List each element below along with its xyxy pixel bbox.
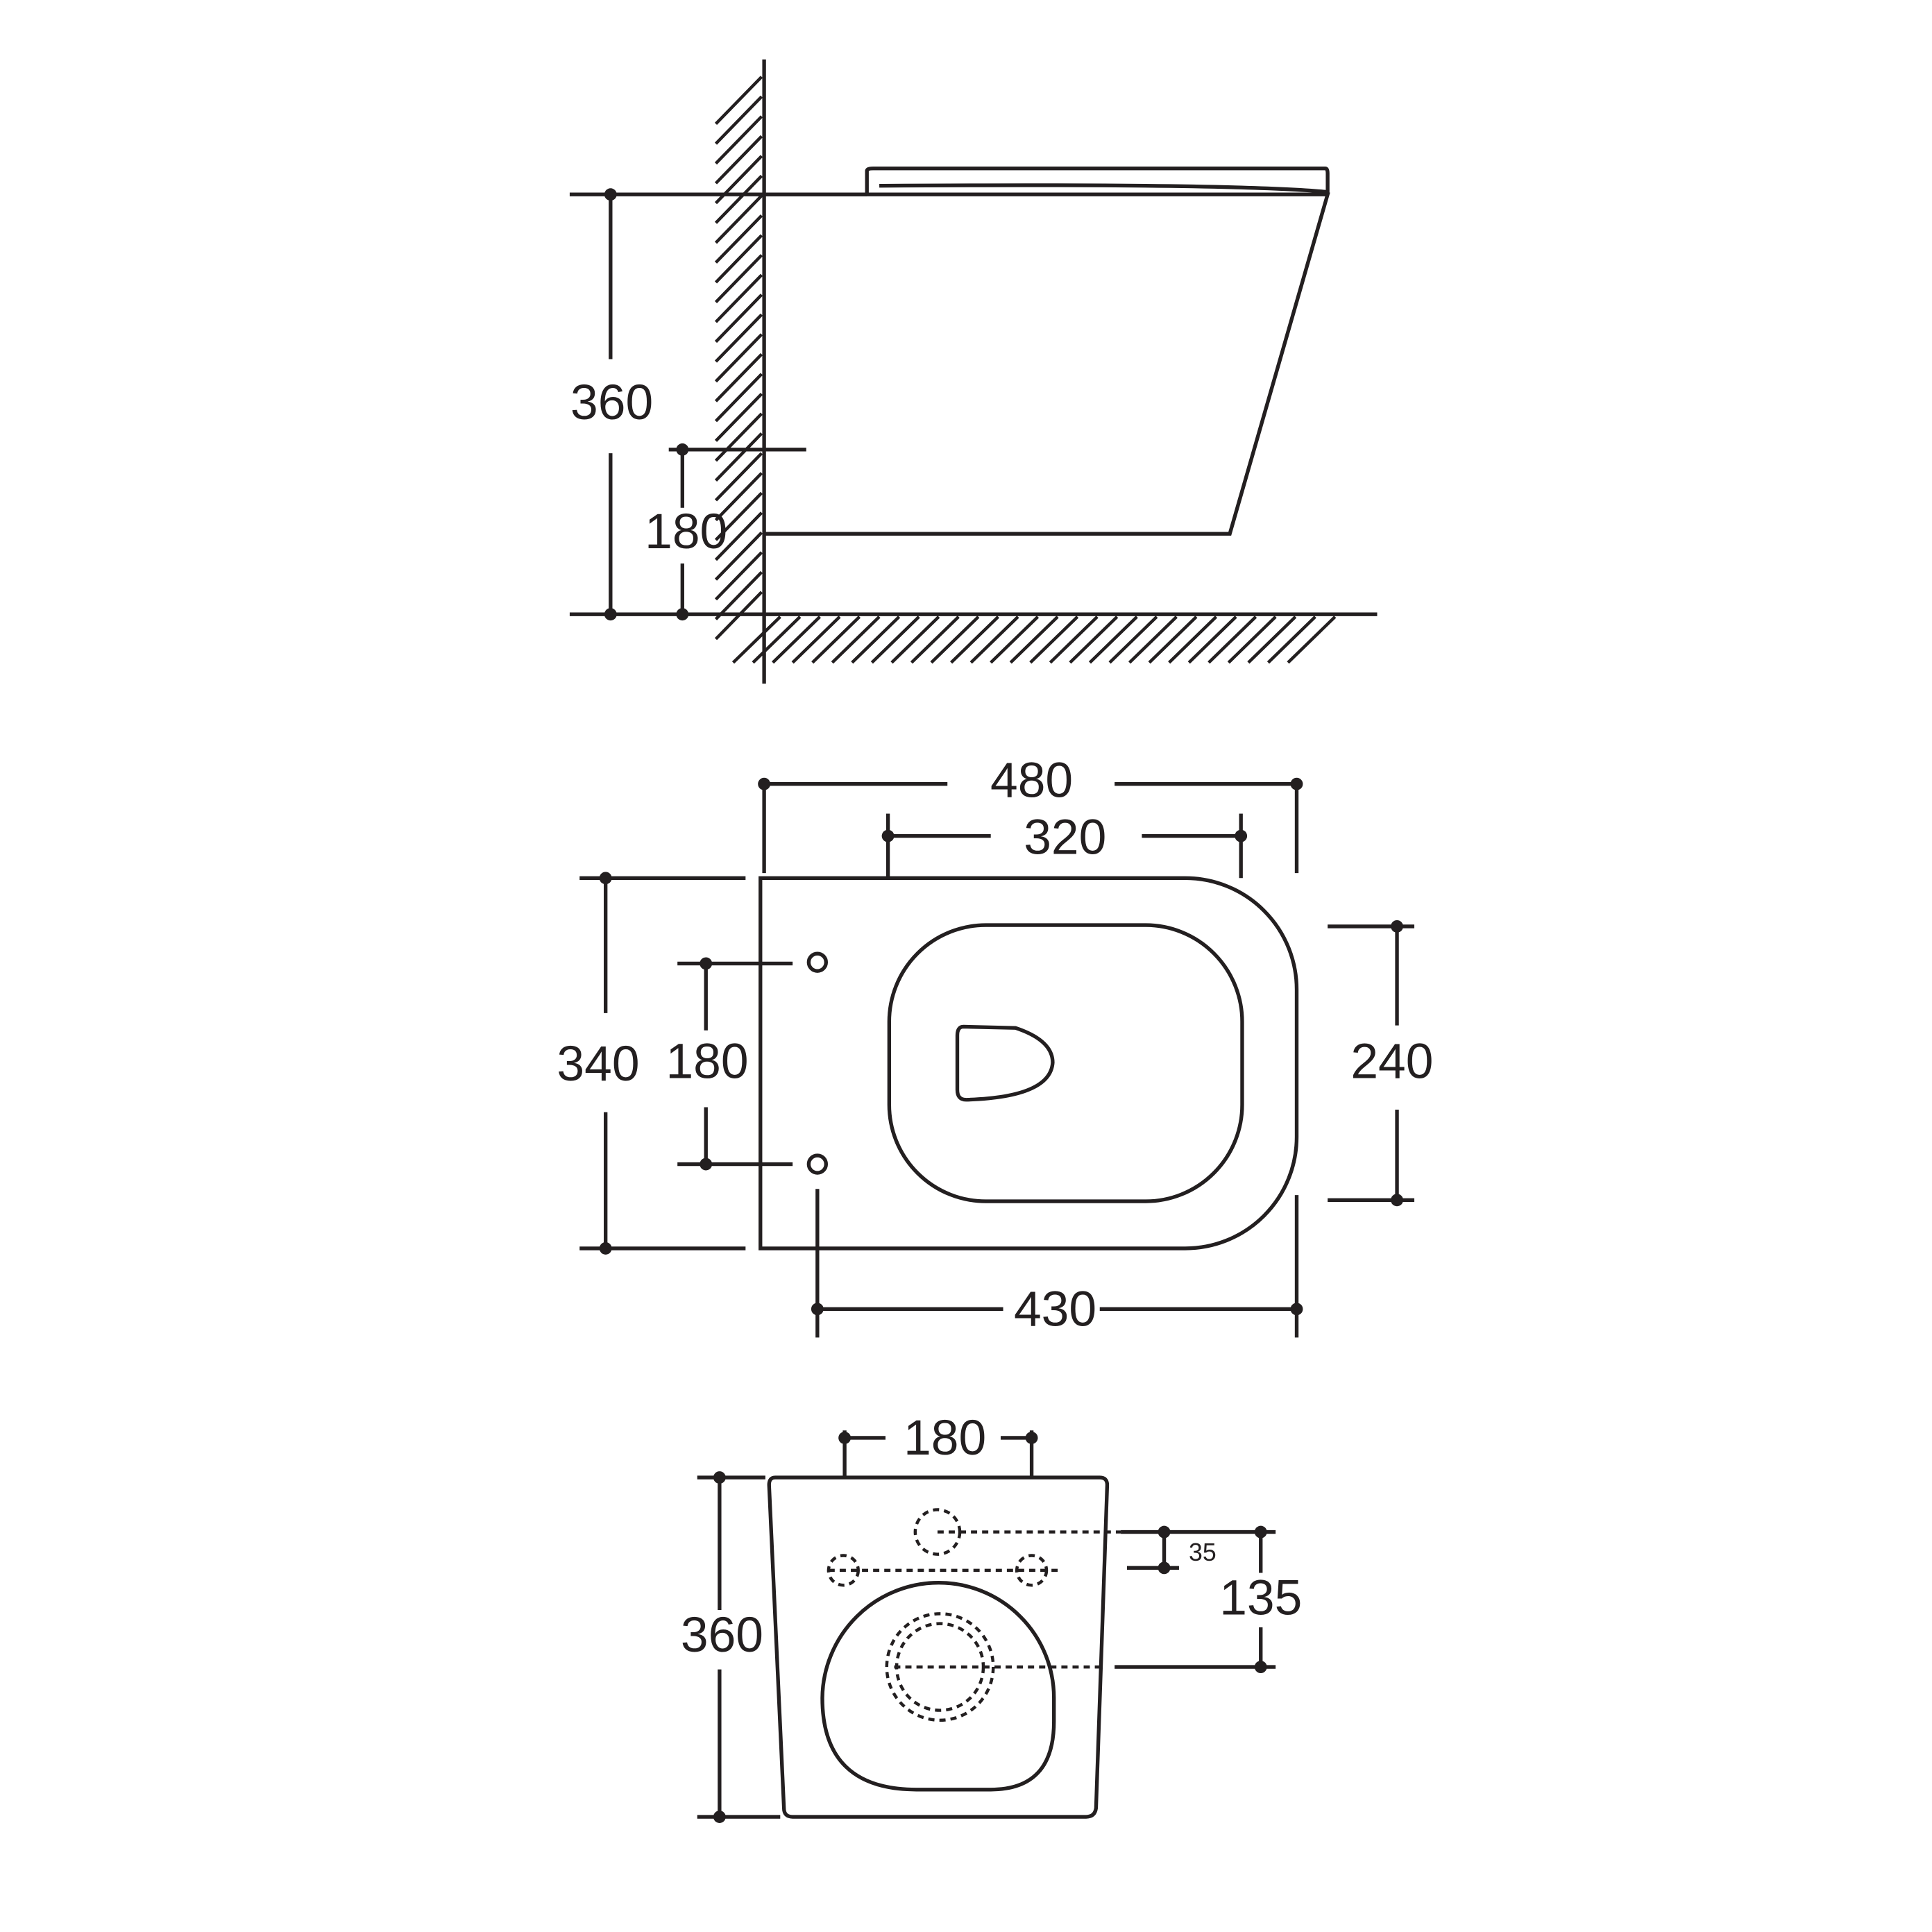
hatch-line <box>1208 616 1257 664</box>
hatch-line <box>714 491 763 541</box>
hatch-line <box>714 214 763 264</box>
hatch-line <box>714 313 763 363</box>
hatch-line <box>1069 616 1119 664</box>
hatch-line <box>1128 616 1178 664</box>
fixing-hole <box>806 951 829 973</box>
hatch-line <box>890 616 940 664</box>
hatch-line <box>714 412 763 462</box>
seat-opening <box>820 1581 1056 1792</box>
hatch-line <box>714 234 763 284</box>
hatch-line <box>714 570 763 620</box>
hatch-line <box>714 472 763 522</box>
hatch-line <box>930 616 980 664</box>
hatch-line <box>714 194 763 244</box>
hatch-line <box>831 616 881 664</box>
hatch-line <box>714 273 763 323</box>
hatch-line <box>714 392 763 442</box>
hatch-line <box>772 616 821 664</box>
hatch-line <box>752 616 802 664</box>
drain-opening <box>955 1024 1055 1102</box>
hatch-line <box>714 76 763 126</box>
rear-view: 180 360 35 135 <box>681 1410 1302 1823</box>
hatch-line <box>1029 616 1079 664</box>
seat-length-label: 320 <box>1024 810 1106 865</box>
hatch-line <box>1088 616 1138 664</box>
toilet-body-side <box>764 192 1330 536</box>
hatch-line <box>851 616 901 664</box>
hatch-line <box>714 452 763 502</box>
hatch-line <box>731 616 781 664</box>
hatch-line <box>811 616 861 664</box>
hatch-line <box>990 616 1040 664</box>
wall-hatch <box>714 76 763 641</box>
hatch-line <box>910 616 960 664</box>
hatch-line <box>1009 616 1059 664</box>
hatch-line <box>714 373 763 423</box>
inlet-offset-label: 35 <box>1189 1539 1217 1566</box>
hatch-line <box>714 432 763 482</box>
hatch-line <box>714 254 763 304</box>
hatch-line <box>714 551 763 601</box>
side-outlet-height-label: 180 <box>645 504 727 559</box>
hatch-line <box>714 333 763 383</box>
bolt-to-front-label: 430 <box>1014 1282 1096 1337</box>
side-height-label: 360 <box>570 375 653 430</box>
hatch-line <box>714 135 763 185</box>
hatch-line <box>1266 616 1316 664</box>
hatch-line <box>1287 616 1337 664</box>
rear-height-label: 360 <box>681 1607 763 1663</box>
fixing-hole <box>806 1153 829 1175</box>
hatch-line <box>714 511 763 561</box>
hatch-line <box>714 115 763 165</box>
hatch-line <box>1247 616 1297 664</box>
rear-bolt-spacing-label: 180 <box>904 1410 986 1466</box>
bowl-width-label: 240 <box>1350 1034 1433 1090</box>
hatch-line <box>714 294 763 344</box>
seat-lid <box>865 167 1330 195</box>
hatch-line <box>1148 616 1198 664</box>
hatch-line <box>1108 616 1158 664</box>
hatch-line <box>870 616 920 664</box>
hatch-line <box>714 174 763 224</box>
hatch-line <box>714 95 763 145</box>
floor-hatch <box>731 616 1337 664</box>
hatch-line <box>1168 616 1218 664</box>
hatch-line <box>1049 616 1099 664</box>
top-view: 480 320 340 180 240 430 <box>557 753 1433 1338</box>
hatch-line <box>969 616 1019 664</box>
bowl-outline <box>887 923 1244 1203</box>
total-length-label: 480 <box>990 753 1073 808</box>
toilet-outline-rear <box>767 1475 1110 1819</box>
hatch-line <box>791 616 841 664</box>
toilet-outline-top <box>759 876 1299 1251</box>
bolt-spacing-label: 180 <box>666 1034 748 1090</box>
hatch-line <box>950 616 999 664</box>
side-view: 360 180 <box>569 59 1378 684</box>
outlet-offset-label: 135 <box>1219 1570 1302 1625</box>
hatch-line <box>714 531 763 581</box>
width-label: 340 <box>557 1036 639 1092</box>
waste-outlet-outer <box>885 1612 995 1722</box>
hatch-line <box>1227 616 1277 664</box>
hatch-line <box>1187 616 1237 664</box>
hatch-line <box>714 353 763 402</box>
